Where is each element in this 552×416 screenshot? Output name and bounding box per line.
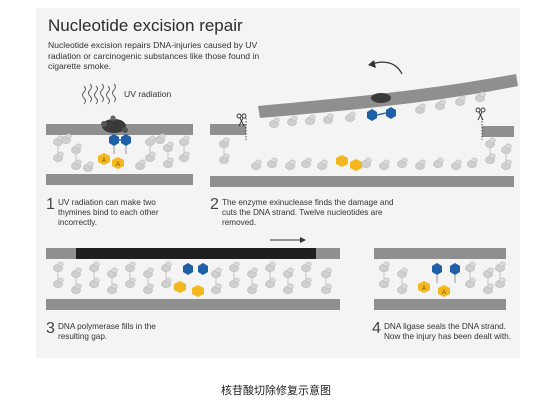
step4-number: 4 [372,320,381,337]
step1-thymine-dimer [109,134,131,154]
step2-top-strand-right [482,126,514,137]
step1-number: 1 [46,196,55,213]
step1-damage-complex [101,115,128,133]
step4-top-strand [374,248,506,259]
step2-line: removed. [222,218,257,227]
figure-caption: 核苷酸切除修复示意图 [221,384,331,397]
step3-top-strand-left [46,248,76,259]
scissors-icon [236,113,247,140]
intro-text: Nucleotide excision repairs DNA-injuries… [48,40,260,71]
step4-line: DNA ligase seals the DNA strand. [384,322,506,331]
step2-excised-fragment [258,74,518,128]
step2-dna [210,124,514,187]
step4-bottom-strand [374,299,506,310]
step4-description: DNA ligase seals the DNA strand. Now the… [384,322,511,342]
adenine-letter: A [102,158,106,164]
step1-dna [46,124,193,185]
scissors-icon [475,107,486,140]
step2-top-strand-left [210,124,246,135]
step4-line: Now the injury has been dealt with. [384,332,511,341]
step1-line: UV radiation can make two [58,198,156,207]
polymerase-direction-arrowhead [300,237,306,243]
step1-description: UV radiation can make two thymines bind … [58,198,159,228]
adenine-letter: A [422,286,426,292]
step3-top-strand-right [316,248,340,259]
step2-description: The enzyme exinuclease finds the damage … [222,198,394,228]
uv-radiation-icon [82,83,116,105]
step1-bottom-strand [46,174,193,185]
step2-line: cuts the DNA strand. Twelve nucleotides … [222,208,383,217]
step3-line: resulting gap. [58,332,108,341]
step3-line: DNA polymerase fills in the [58,322,156,331]
step2-line: The enzyme exinuclease finds the damage … [222,198,394,207]
step2-adenines [336,155,362,171]
diagram-title: Nucleotide excision repair [48,16,243,35]
step1-line: thymines bind to each other [58,208,159,217]
uv-radiation-label: UV radiation [124,89,172,99]
step3-dna [46,248,340,310]
step3-number: 3 [46,320,55,337]
rotation-arrowhead [368,60,376,68]
step3-bottom-strand [46,299,340,310]
step1-adenines: A A [98,153,124,169]
step2-number: 2 [210,196,219,213]
rotation-arrow [371,61,403,75]
step3-description: DNA polymerase fills in the resulting ga… [58,322,156,342]
step3-new-strand [76,248,316,259]
step2-bottom-strand [210,176,514,187]
step1-line: incorrectly. [58,218,97,227]
adenine-letter: A [442,290,446,296]
step4-dna: A A [374,248,506,310]
adenine-letter: A [116,162,120,168]
